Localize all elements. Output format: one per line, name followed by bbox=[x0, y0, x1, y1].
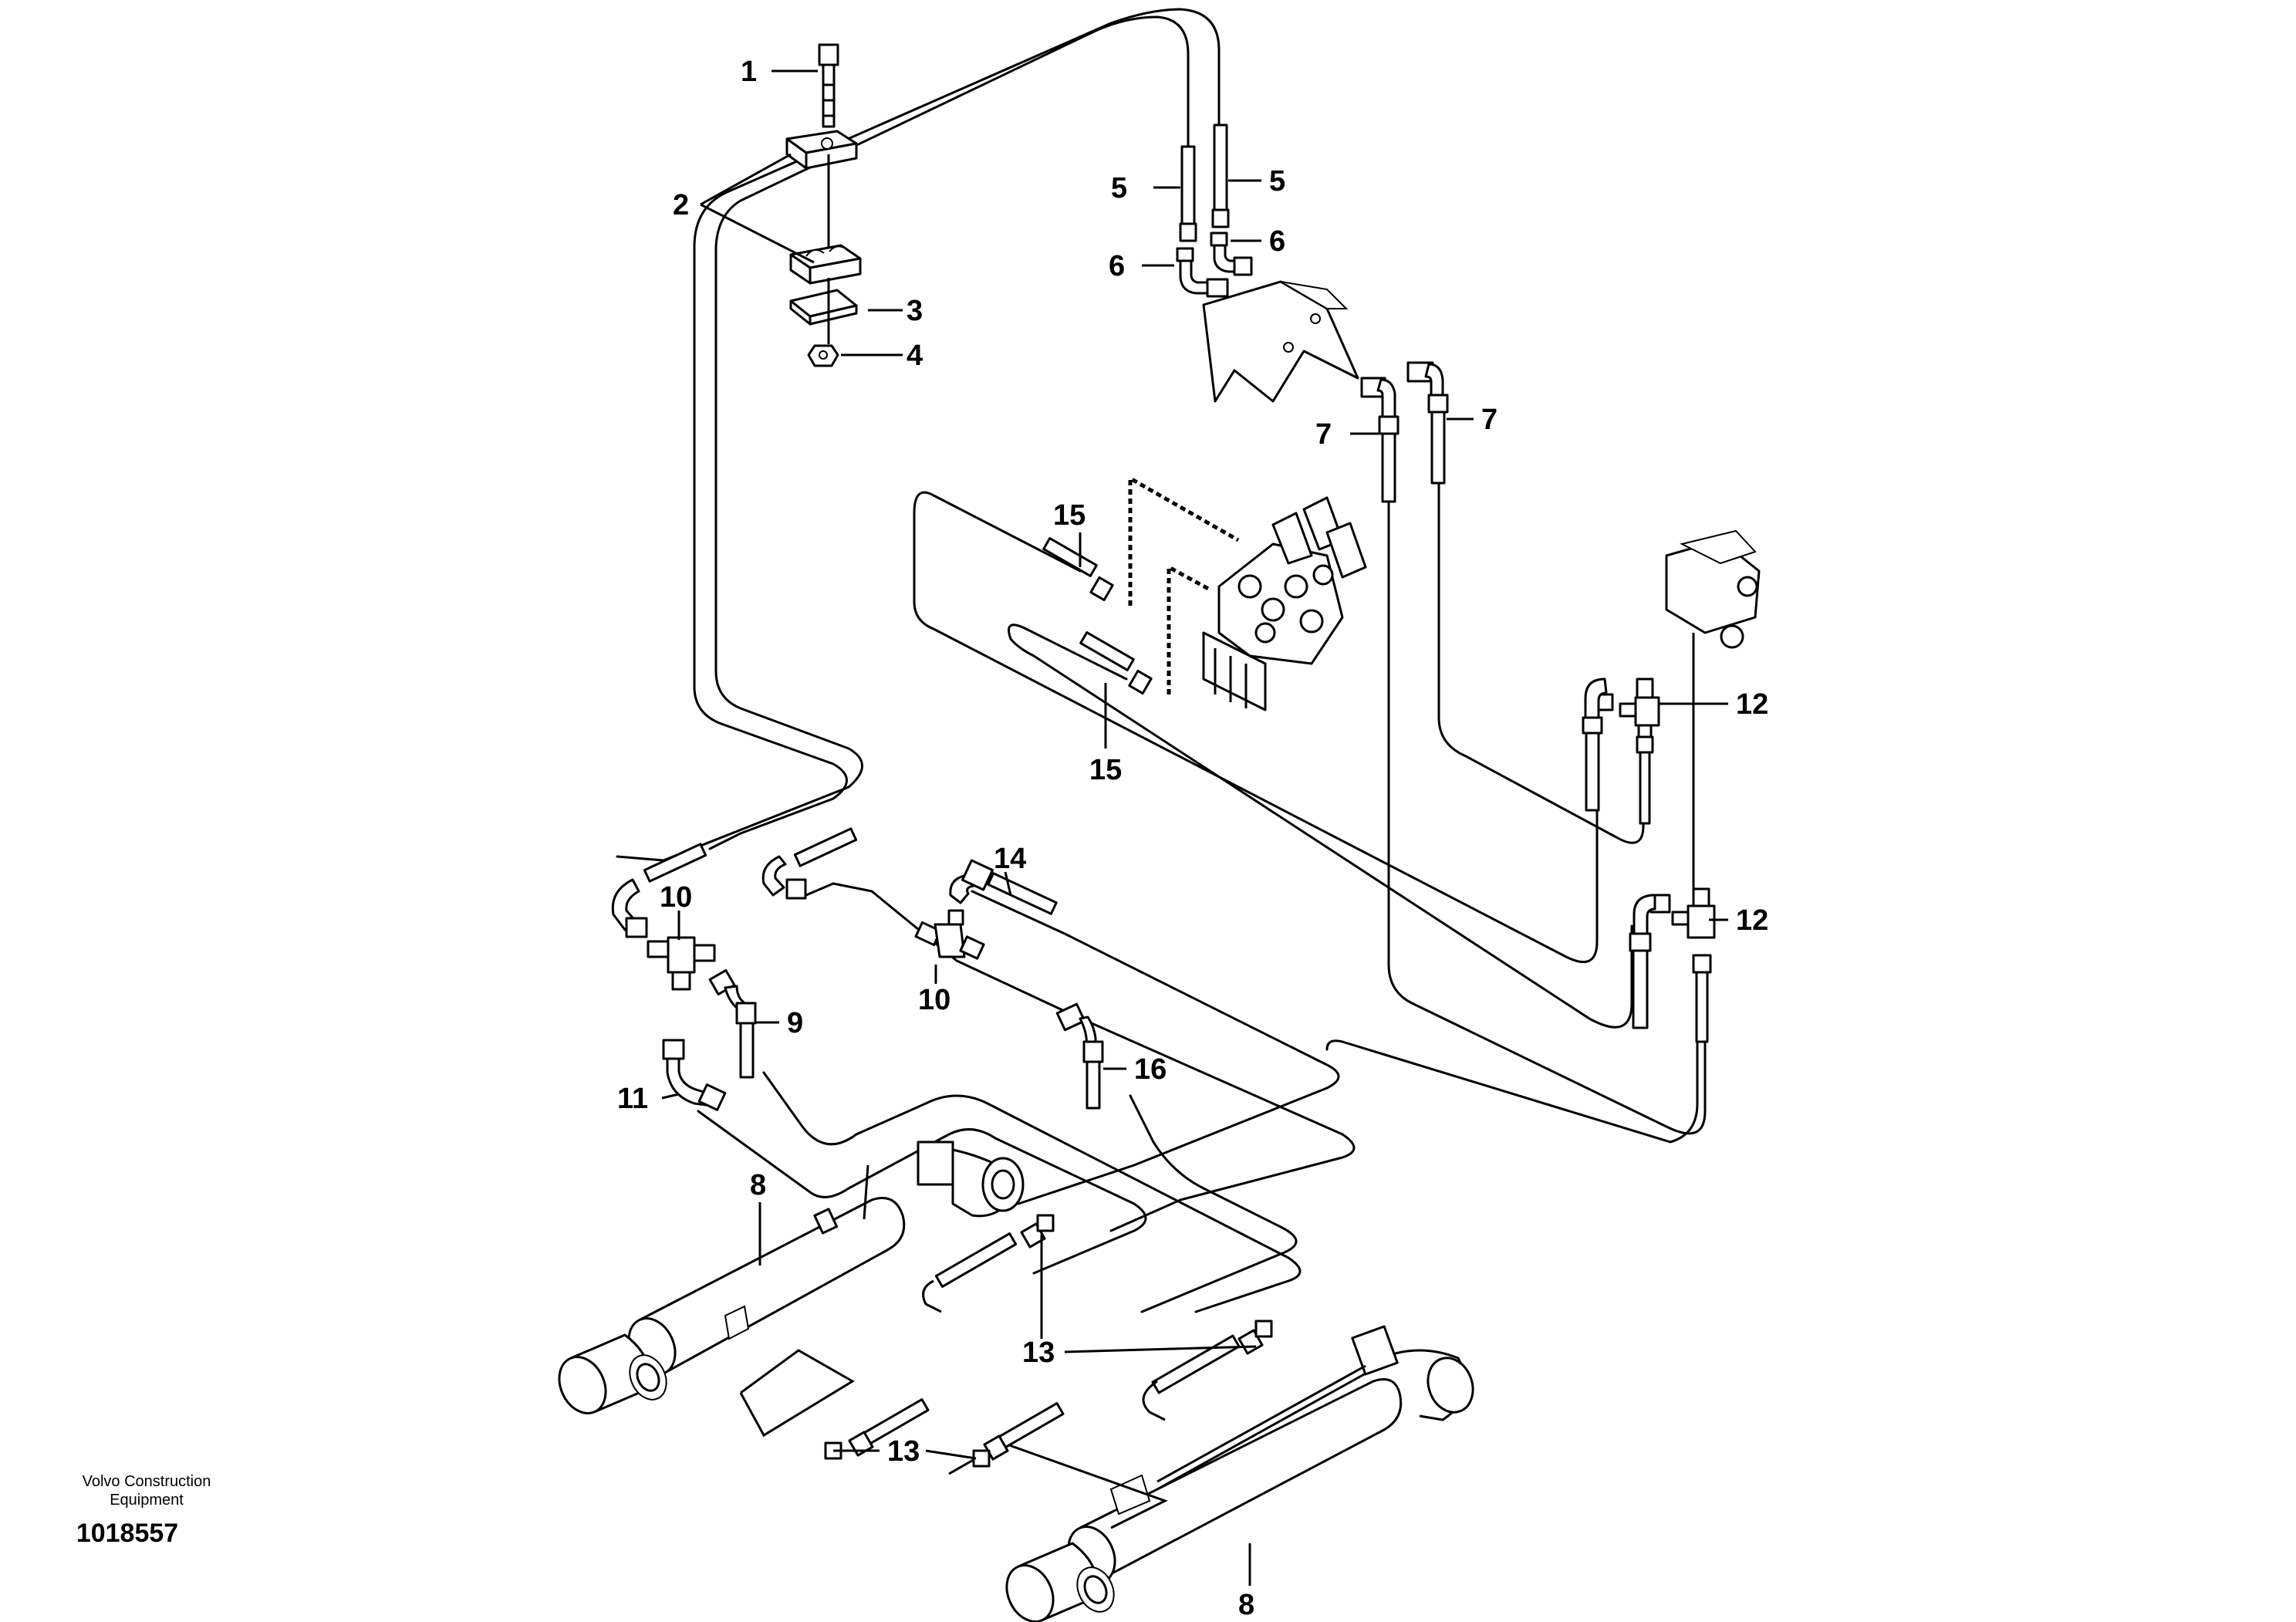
callout-7-left: 7 bbox=[1315, 418, 1332, 451]
hose-end-15-lower bbox=[1079, 631, 1153, 695]
nut-part-4 bbox=[807, 344, 839, 367]
elbow-part-6-left bbox=[1176, 247, 1229, 298]
callout-11: 11 bbox=[617, 1083, 648, 1115]
callout-leaders bbox=[661, 69, 1728, 1586]
elbow-part-7-right bbox=[1406, 361, 1449, 485]
control-valve bbox=[1042, 475, 1367, 711]
elbow-part-11 bbox=[662, 1039, 727, 1111]
drawing-number: 1018557 bbox=[76, 1519, 179, 1548]
hose-15-lower bbox=[1008, 623, 1633, 1029]
callout-15-lower: 15 bbox=[1089, 754, 1122, 786]
callout-labels: 1 2 3 4 5 5 6 6 7 7 15 15 12 12 14 10 10… bbox=[617, 56, 1768, 1621]
elbow-part-16 bbox=[1055, 1002, 1104, 1110]
elbow-part-14 bbox=[949, 859, 1058, 915]
elbow-part-7-left bbox=[1360, 377, 1400, 503]
callout-15-upper: 15 bbox=[1053, 499, 1086, 532]
hose-16-route bbox=[1129, 1094, 1298, 1313]
callout-5-left: 5 bbox=[1111, 172, 1127, 204]
dashed-link-lower bbox=[1167, 563, 1213, 694]
callout-13-lower: 13 bbox=[887, 1435, 920, 1468]
callout-6-left: 6 bbox=[1109, 250, 1125, 282]
callout-13-upper: 13 bbox=[1022, 1336, 1055, 1369]
callout-7-right: 7 bbox=[1481, 404, 1497, 436]
callout-3: 3 bbox=[907, 295, 923, 327]
callout-10-left: 10 bbox=[660, 881, 692, 914]
hose-end-13-a bbox=[922, 1214, 1055, 1313]
elbow-12-lower-hose bbox=[1629, 894, 1671, 1029]
hose-15-upper bbox=[913, 491, 1599, 964]
callout-8-right: 8 bbox=[1238, 1589, 1254, 1621]
hose-end-15-upper bbox=[1042, 537, 1114, 602]
hose-7-right bbox=[1437, 454, 1645, 844]
callout-6-right: 6 bbox=[1269, 225, 1285, 258]
credit-line-1: Volvo Construction bbox=[82, 1473, 211, 1490]
callout-4: 4 bbox=[907, 340, 923, 372]
callout-12-upper: 12 bbox=[1736, 688, 1768, 721]
dashed-link-upper bbox=[1128, 475, 1240, 606]
manufacturer-credit: Volvo Construction Equipment bbox=[46, 1472, 247, 1509]
callout-2: 2 bbox=[673, 189, 689, 221]
bolt-part-1 bbox=[818, 43, 839, 128]
hose-12-lower bbox=[1325, 1017, 1699, 1144]
clamp-half-lower bbox=[789, 244, 862, 285]
callout-9: 9 bbox=[787, 1007, 803, 1039]
hose-end-5-left bbox=[1180, 145, 1196, 225]
elbow-part-9 bbox=[708, 968, 757, 1079]
hose-main-inner bbox=[693, 8, 1221, 850]
hose-7-left bbox=[1387, 492, 1707, 1135]
elbow-part-6-right bbox=[1210, 231, 1253, 276]
cylinder-part-8-right bbox=[948, 1325, 1474, 1622]
tee-fitting-10-mid bbox=[914, 909, 985, 960]
clamp-assembly bbox=[785, 43, 862, 367]
hose-end-5-right bbox=[1213, 123, 1228, 211]
cylinder-part-8-left bbox=[558, 1140, 1025, 1438]
credit-line-2: Equipment bbox=[110, 1492, 184, 1509]
clamp-half-upper bbox=[785, 130, 858, 170]
left-fittings bbox=[611, 827, 1104, 1111]
right-valve bbox=[1582, 529, 1761, 1043]
hose-routes bbox=[616, 8, 1707, 1313]
callout-8-left: 8 bbox=[750, 1169, 766, 1201]
elbow-12-upper-hose bbox=[1582, 678, 1614, 812]
callout-12-lower: 12 bbox=[1736, 904, 1768, 937]
hose-main-outer bbox=[616, 15, 1190, 862]
callout-16: 16 bbox=[1134, 1053, 1167, 1086]
tee-fitting-12-upper bbox=[1619, 678, 1660, 825]
callout-1: 1 bbox=[741, 56, 757, 88]
hose-lower-front bbox=[971, 890, 1340, 1205]
callout-5-right: 5 bbox=[1269, 165, 1285, 198]
hose-end-13-b bbox=[1142, 1320, 1273, 1421]
tee-fitting-10-left bbox=[647, 936, 716, 991]
plate-part-3 bbox=[789, 289, 858, 326]
callout-14: 14 bbox=[994, 843, 1026, 875]
callout-10-mid: 10 bbox=[918, 984, 950, 1016]
hose-end-13-d bbox=[972, 1402, 1065, 1468]
elbow-upper-mid bbox=[761, 855, 787, 897]
hose-9-route bbox=[762, 1071, 1302, 1313]
tee-fitting-12-lower bbox=[1671, 887, 1716, 1043]
hose-11-route bbox=[697, 1110, 1147, 1275]
hose-ends-13 bbox=[824, 1214, 1273, 1468]
bracket-assembly bbox=[1176, 123, 1449, 503]
